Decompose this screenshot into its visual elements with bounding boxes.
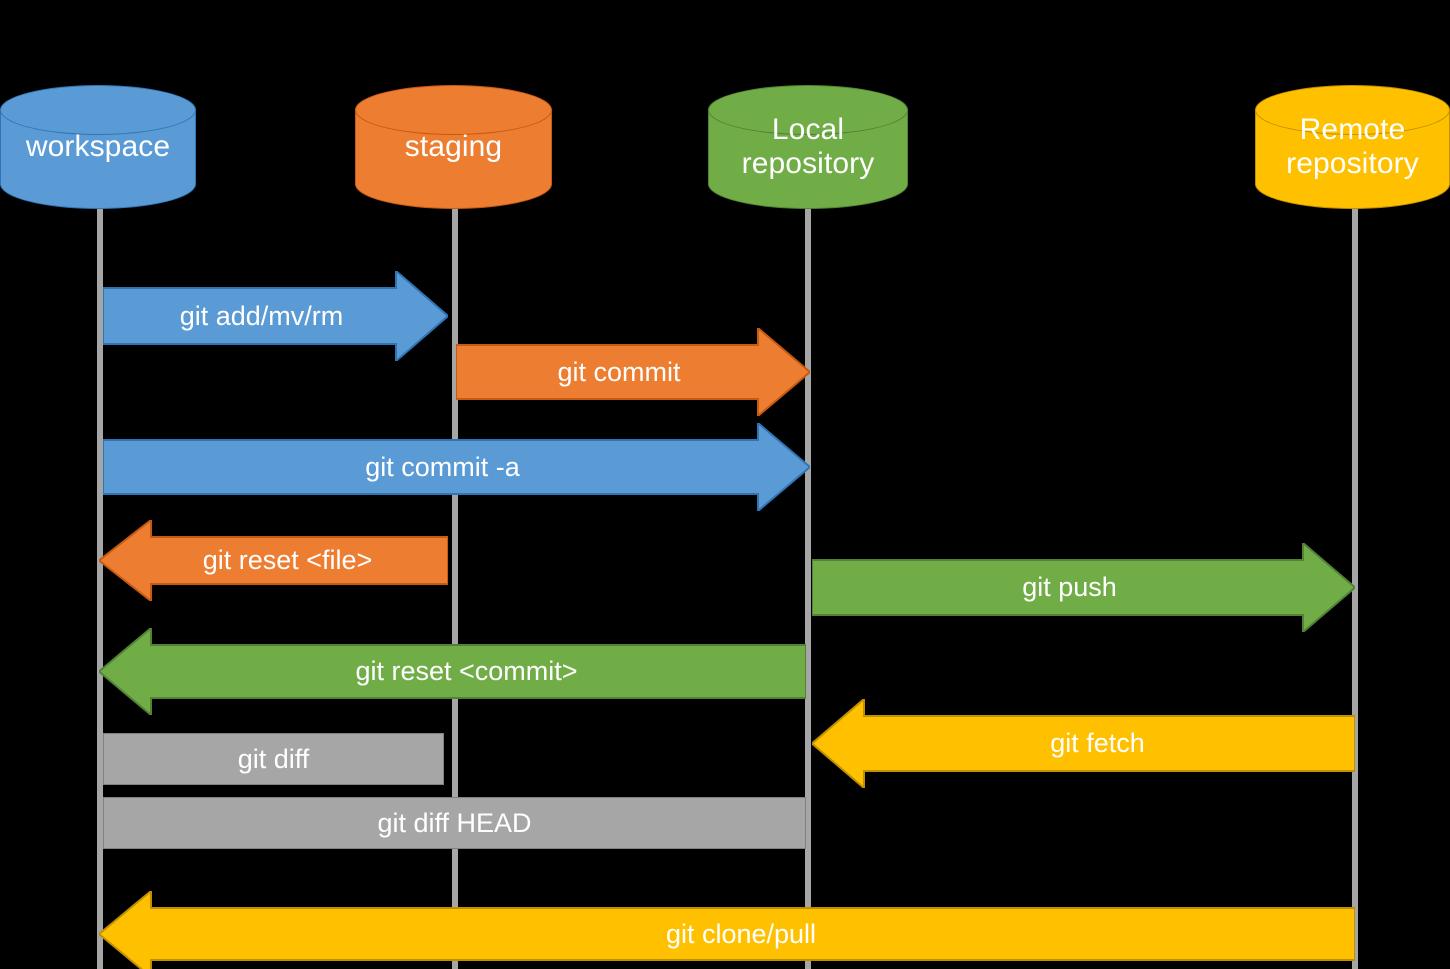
lifeline-remote <box>1352 150 1358 969</box>
flow-label-fetch: git fetch <box>1050 728 1145 758</box>
node-label-local: Local repository <box>741 113 875 180</box>
node-label-staging: staging <box>404 130 503 164</box>
flow-label-reset-commit: git reset <commit> <box>355 656 578 686</box>
lifeline-local <box>805 150 811 969</box>
cylinder-top-local <box>708 85 908 135</box>
cylinder-top-workspace <box>0 85 196 135</box>
flow-label-push: git push <box>1022 572 1117 602</box>
flow-shape-add <box>103 271 448 361</box>
flow-path-reset-commit <box>99 628 806 715</box>
flow-path-diff-head <box>103 797 806 849</box>
flow-label-diff-head: git diff HEAD <box>377 807 532 838</box>
flow-path-fetch <box>812 699 1355 788</box>
flow-label-reset-file: git reset <file> <box>202 545 373 575</box>
flow-shape-clone-pull <box>99 891 1355 969</box>
node-label-workspace: workspace <box>25 130 171 164</box>
node-cylinder-workspace[interactable]: workspace <box>0 85 196 209</box>
flow-path-commit-a <box>103 423 810 511</box>
flow-commit[interactable]: git commit <box>456 328 810 416</box>
flow-shape-fetch <box>812 699 1355 788</box>
flow-clone-pull[interactable]: git clone/pull <box>99 891 1355 969</box>
flow-commit-a[interactable]: git commit -a <box>103 423 810 511</box>
flow-add[interactable]: git add/mv/rm <box>103 271 448 361</box>
flow-push[interactable]: git push <box>812 543 1355 632</box>
flow-path-reset-file <box>99 520 448 601</box>
flow-shape-reset-file <box>99 520 448 601</box>
cylinder-top-remote <box>1255 85 1450 135</box>
flow-path-clone-pull <box>99 891 1355 969</box>
flow-reset-file[interactable]: git reset <file> <box>99 520 448 601</box>
flow-shape-commit <box>456 328 810 416</box>
node-cylinder-staging[interactable]: staging <box>355 85 552 209</box>
flow-path-diff <box>103 733 444 785</box>
flow-path-add <box>103 271 448 361</box>
flow-shape-commit-a <box>103 423 810 511</box>
flow-label-add: git add/mv/rm <box>179 300 344 331</box>
flow-reset-commit[interactable]: git reset <commit> <box>99 628 806 715</box>
flow-label-commit-a: git commit -a <box>365 451 520 482</box>
lifeline-staging <box>452 150 458 969</box>
flow-path-commit <box>456 328 810 416</box>
flow-path-push <box>812 543 1355 632</box>
flow-diff-head[interactable]: git diff HEAD <box>103 797 806 849</box>
node-cylinder-remote[interactable]: Remote repository <box>1255 85 1450 209</box>
flow-label-commit: git commit <box>557 356 681 387</box>
node-cylinder-local[interactable]: Local repository <box>708 85 908 209</box>
flow-shape-push <box>812 543 1355 632</box>
flow-label-diff: git diff <box>237 743 310 774</box>
flow-label-clone-pull: git clone/pull <box>665 918 817 949</box>
flow-diff[interactable]: git diff <box>103 733 444 785</box>
flow-shape-diff <box>103 733 444 785</box>
flow-shape-diff-head <box>103 797 806 849</box>
flow-fetch[interactable]: git fetch <box>812 699 1355 788</box>
flow-shape-reset-commit <box>99 628 806 715</box>
node-label-remote: Remote repository <box>1286 113 1419 180</box>
cylinder-top-staging <box>355 85 552 135</box>
